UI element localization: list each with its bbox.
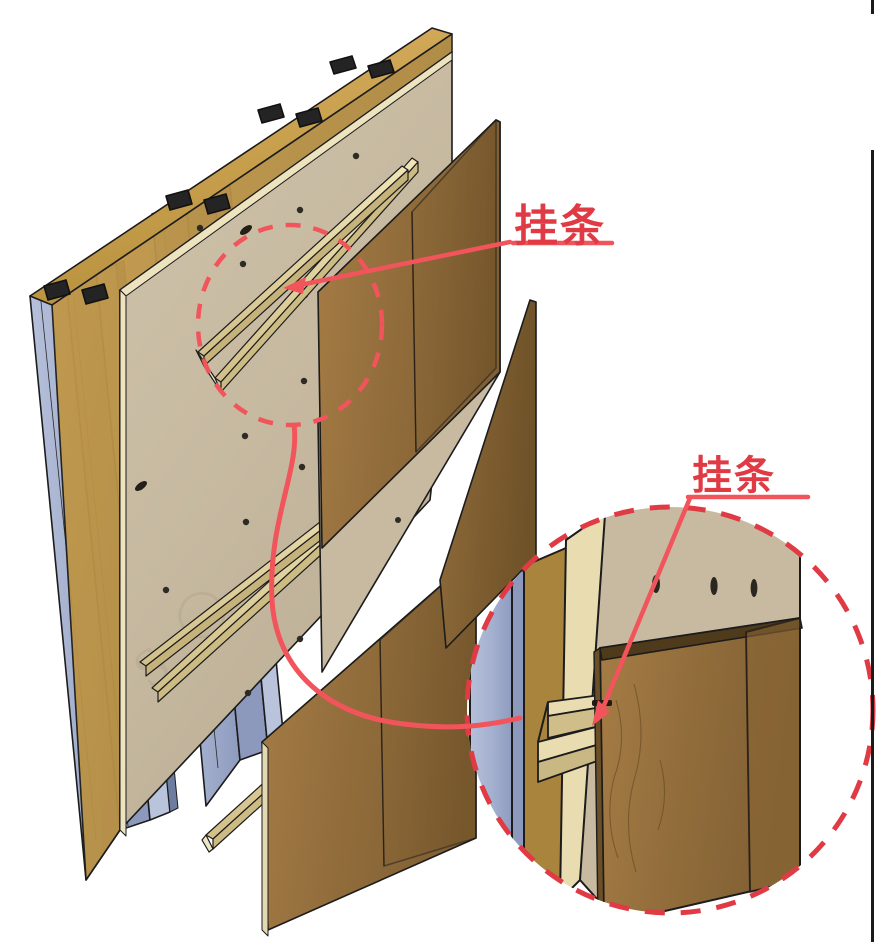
page-border-marks: [871, 0, 874, 942]
wood-cladding-middle: [439, 299, 537, 649]
detail-hanging-batten: [537, 693, 609, 783]
label-hanging-batten-main: 挂条: [514, 202, 606, 251]
surface-fasteners: [134, 225, 253, 491]
label-hanging-batten-detail: 挂条: [692, 454, 776, 498]
main-callout-circle: [195, 222, 385, 428]
connector-brackets: [43, 55, 395, 305]
main-callout-leader: [283, 239, 615, 294]
wood-cladding-upper: [317, 119, 501, 549]
callout-connector-curve: [269, 422, 523, 730]
hanging-batten-upper: [195, 157, 419, 393]
detail-callout-leader: [592, 494, 811, 726]
